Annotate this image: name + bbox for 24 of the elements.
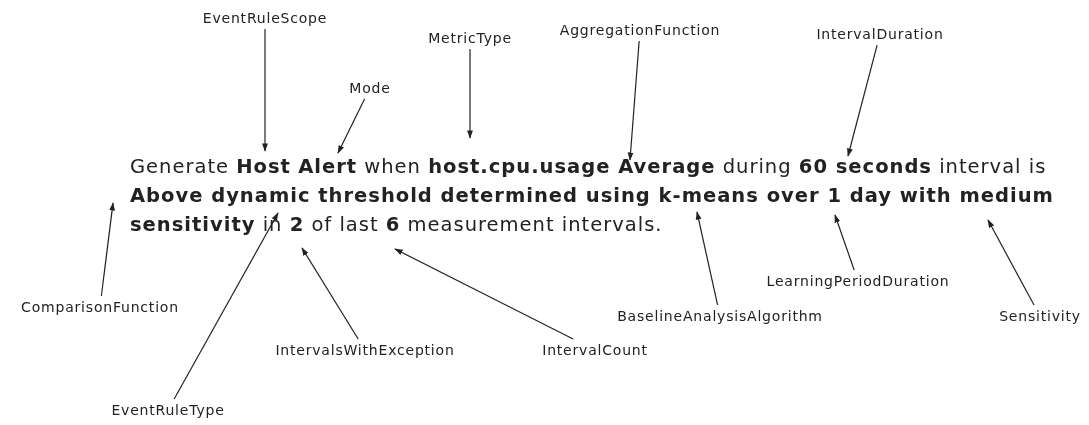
field-label: AggregationFunction <box>559 21 721 39</box>
field-label: BaselineAnalysisAlgorithm <box>617 307 823 325</box>
field-label: IntervalDuration <box>816 25 944 43</box>
field-label: IntervalsWithException <box>275 341 455 359</box>
field-label: Sensitivity <box>999 307 1081 325</box>
leader-arrow <box>987 219 1035 306</box>
field-label: ComparisonFunction <box>21 298 179 316</box>
leader-arrow <box>337 98 366 154</box>
field-label: EventRuleType <box>111 401 225 419</box>
field-label: EventRuleScope <box>202 9 328 27</box>
leader-arrow <box>467 48 473 139</box>
leader-arrow <box>627 40 640 161</box>
leader-arrow <box>394 248 574 340</box>
field-label: IntervalCount <box>542 341 648 359</box>
leader-arrow <box>695 211 719 306</box>
leader-arrow <box>173 212 279 400</box>
leader-arrow <box>262 28 268 152</box>
leader-arrow <box>100 202 115 297</box>
leader-arrow <box>301 247 359 340</box>
leader-arrow <box>847 44 878 157</box>
leader-arrow <box>834 214 855 271</box>
field-label: LearningPeriodDuration <box>766 272 950 290</box>
field-label: MetricType <box>428 29 512 47</box>
field-label: Mode <box>349 79 391 97</box>
